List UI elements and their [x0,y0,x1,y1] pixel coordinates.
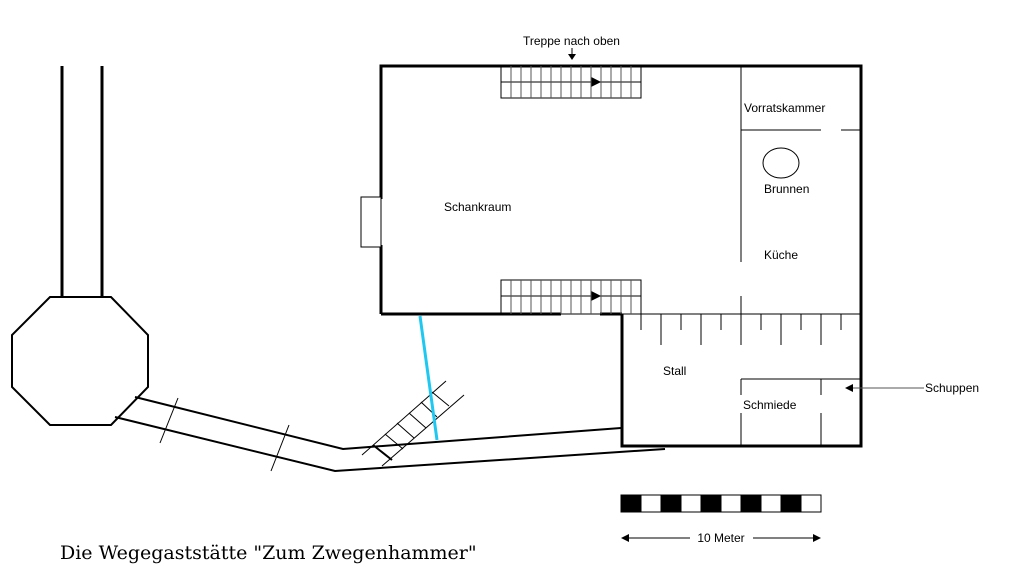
label-vorratskammer: Vorratskammer [744,101,825,115]
arrow-right-icon [591,77,602,87]
stairs-top [500,65,642,99]
label-schmiede: Schmiede [743,398,797,412]
accent-line [418,315,439,441]
well-icon [762,147,800,179]
label-kueche: Küche [764,248,798,262]
page-title: Die Wegegaststätte "Zum Zwegenhammer" [60,542,477,564]
scale-bar [620,494,822,513]
walls [360,64,863,448]
arrow-down-head [568,54,576,60]
ladder [361,380,465,467]
tower [11,66,149,426]
arrow-right-icon [591,291,602,301]
stall-stalls [640,314,842,345]
label-schuppen: Schuppen [925,381,979,395]
scale-label: 10 Meter [697,531,744,545]
wall-niche [360,196,382,248]
label-stall: Stall [663,364,686,378]
label-stairs-up: Treppe nach oben [523,34,620,48]
stairs-bottom [500,279,642,315]
label-schankraum: Schankraum [444,200,511,214]
path [114,396,666,473]
octagon-tower [11,296,149,426]
label-brunnen: Brunnen [764,182,809,196]
